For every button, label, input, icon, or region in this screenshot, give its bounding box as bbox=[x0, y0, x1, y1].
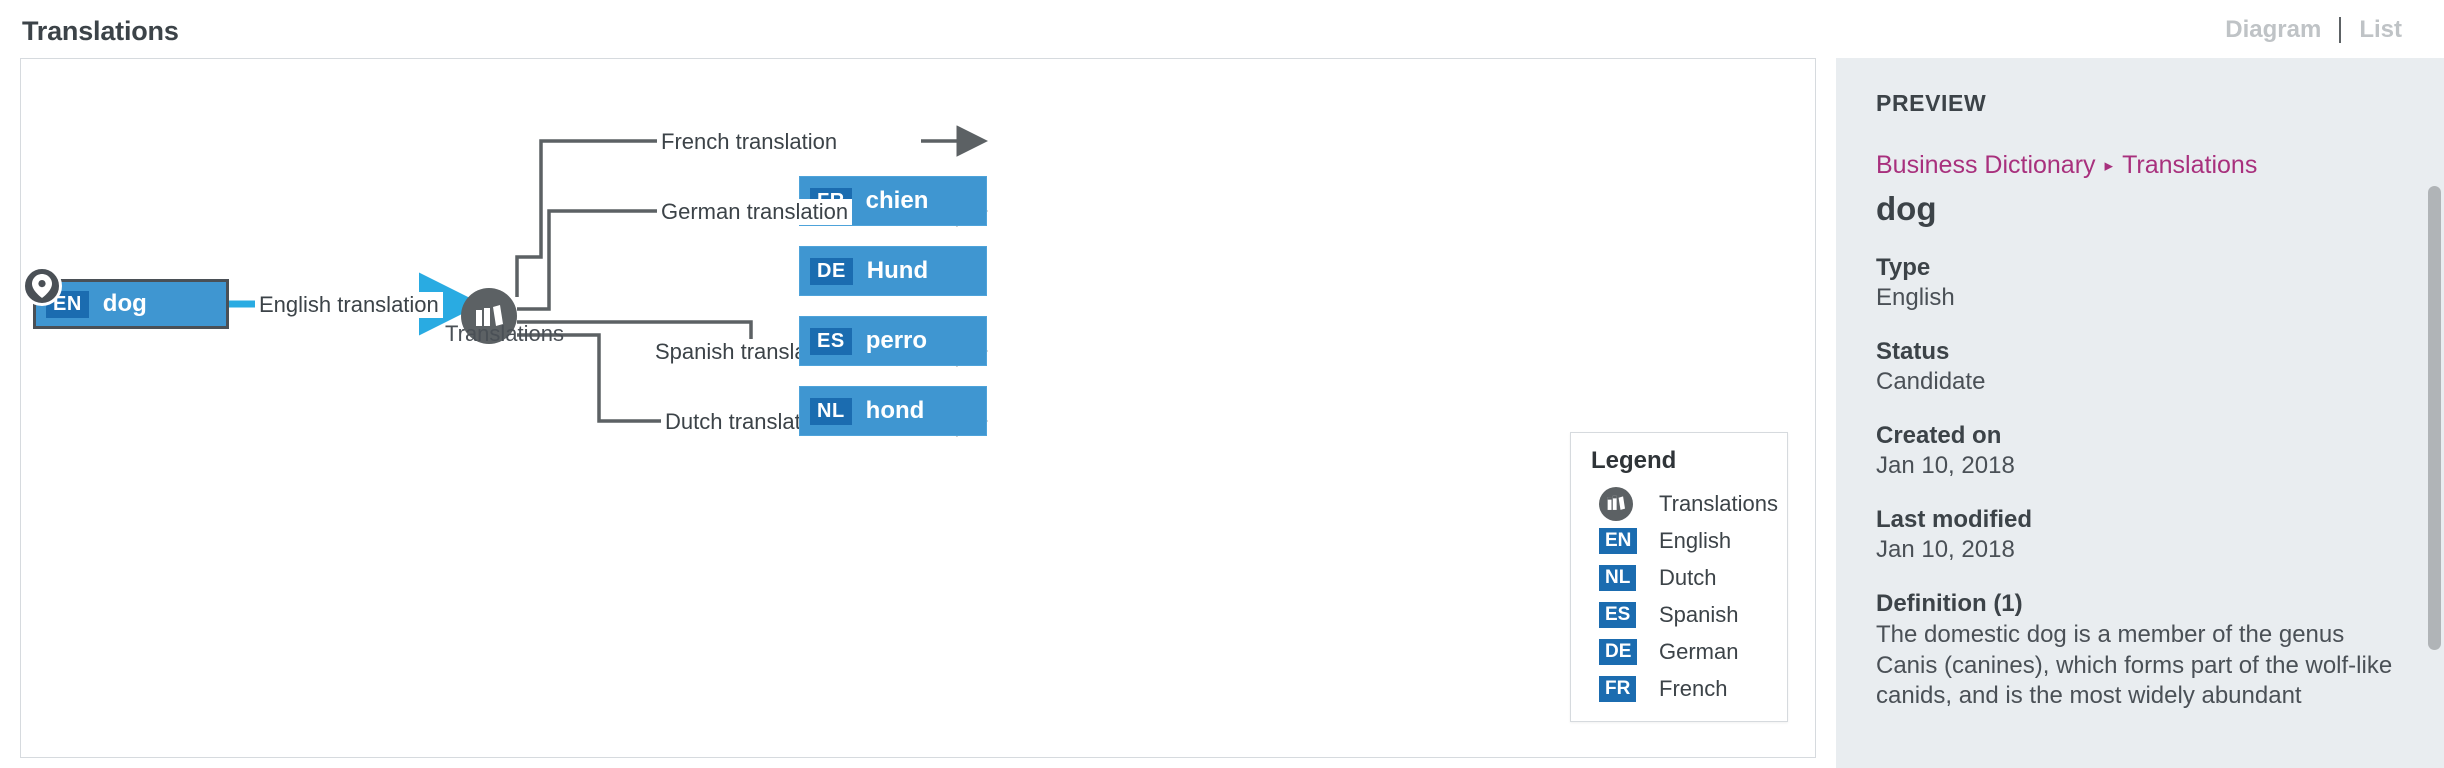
view-tabs: Diagram List bbox=[2207, 16, 2420, 44]
node-dutch-hond[interactable]: NL hond bbox=[799, 386, 987, 436]
field-definition: Definition (1) The domestic dog is a mem… bbox=[1876, 590, 2404, 712]
books-icon bbox=[476, 304, 503, 326]
legend-swatch: NL bbox=[1599, 564, 1643, 591]
preview-scrollbar-track[interactable] bbox=[2424, 58, 2444, 768]
legend-badge: DE bbox=[1599, 638, 1638, 665]
node-term: chien bbox=[865, 187, 929, 214]
preview-heading: PREVIEW bbox=[1876, 90, 1987, 116]
legend-badge: ES bbox=[1599, 601, 1637, 628]
legend-item-label: English bbox=[1659, 527, 1732, 553]
legend-title: Legend bbox=[1591, 447, 1677, 474]
edge-label-german-translation: German translation bbox=[657, 199, 853, 225]
field-value: Candidate bbox=[1876, 368, 1986, 395]
field-label: Type bbox=[1876, 254, 1931, 281]
legend-swatch: EN bbox=[1599, 527, 1643, 554]
tab-diagram[interactable]: Diagram bbox=[2225, 16, 2322, 43]
node-term: dog bbox=[102, 290, 147, 317]
legend-badge: EN bbox=[1599, 527, 1638, 554]
chevron-right-icon: ▸ bbox=[2104, 155, 2114, 175]
field-label: Created on bbox=[1876, 422, 2002, 449]
node-badge: NL bbox=[810, 397, 852, 425]
node-spanish-perro[interactable]: ES perro bbox=[799, 316, 987, 366]
node-term: Hund bbox=[866, 257, 929, 284]
node-term: perro bbox=[865, 327, 928, 354]
legend-item-label: French bbox=[1659, 675, 1728, 701]
legend-item-label: Spanish bbox=[1659, 601, 1739, 627]
legend-badge: FR bbox=[1599, 675, 1637, 702]
legend-item-label: German bbox=[1659, 638, 1739, 664]
legend-item-dutch: NL Dutch bbox=[1571, 559, 1787, 596]
node-badge: DE bbox=[810, 257, 853, 285]
field-label: Status bbox=[1876, 338, 1950, 365]
breadcrumb-link-business-dictionary[interactable]: Business Dictionary bbox=[1876, 151, 2096, 179]
field-label: Last modified bbox=[1876, 506, 2033, 533]
tab-separator bbox=[2339, 17, 2342, 43]
breadcrumb: Business Dictionary ▸ Translations bbox=[1876, 151, 2404, 180]
node-term: hond bbox=[865, 397, 925, 424]
field-label: Definition (1) bbox=[1876, 590, 2023, 617]
legend-item-spanish: ES Spanish bbox=[1571, 596, 1787, 633]
edge-label-french-translation: French translation bbox=[657, 129, 842, 155]
legend-item-english: EN English bbox=[1571, 522, 1787, 559]
legend-item-label: Dutch bbox=[1659, 564, 1717, 590]
field-value: Jan 10, 2018 bbox=[1876, 452, 2015, 479]
legend-swatch bbox=[1599, 486, 1643, 521]
field-last-modified: Last modified Jan 10, 2018 bbox=[1876, 506, 2404, 564]
node-badge: ES bbox=[810, 327, 852, 355]
legend-swatch: ES bbox=[1599, 601, 1643, 628]
preview-panel: PREVIEW Business Dictionary ▸ Translatio… bbox=[1836, 58, 2444, 768]
field-created-on: Created on Jan 10, 2018 bbox=[1876, 422, 2404, 480]
legend-item-german: DE German bbox=[1571, 633, 1787, 670]
legend-swatch: DE bbox=[1599, 638, 1643, 665]
breadcrumb-link-translations[interactable]: Translations bbox=[2122, 151, 2258, 179]
legend-item-french: FR French bbox=[1571, 670, 1787, 707]
diagram-legend: Legend Translations EN English NL Dutch bbox=[1570, 432, 1788, 722]
field-value: English bbox=[1876, 284, 1955, 311]
hub-node-label: Translations bbox=[445, 321, 565, 346]
page-title: Translations bbox=[22, 16, 179, 46]
hub-node-translations[interactable] bbox=[461, 288, 517, 344]
legend-badge: NL bbox=[1599, 564, 1637, 591]
node-source-dog[interactable]: EN dog bbox=[22, 266, 229, 329]
diagram-canvas[interactable]: EN dog English translation Translations … bbox=[20, 58, 1816, 758]
definition-text: The domestic dog is a member of the genu… bbox=[1876, 621, 2393, 710]
edge-label-english-translation: English translation bbox=[255, 292, 443, 318]
field-type: Type English bbox=[1876, 254, 2404, 312]
node-german-hund[interactable]: DE Hund bbox=[799, 246, 987, 296]
legend-swatch: FR bbox=[1599, 675, 1643, 702]
top-bar: Translations Diagram List bbox=[0, 0, 2444, 60]
legend-item-label: Translations bbox=[1659, 490, 1779, 516]
field-status: Status Candidate bbox=[1876, 338, 2404, 396]
books-icon bbox=[1599, 486, 1633, 521]
preview-scrollbar-thumb[interactable] bbox=[2428, 186, 2441, 650]
location-pin-icon bbox=[22, 266, 62, 306]
preview-entry-title: dog bbox=[1876, 190, 1937, 227]
tab-list[interactable]: List bbox=[2359, 16, 2402, 43]
legend-item-translations: Translations bbox=[1571, 485, 1787, 522]
field-value: Jan 10, 2018 bbox=[1876, 536, 2015, 563]
